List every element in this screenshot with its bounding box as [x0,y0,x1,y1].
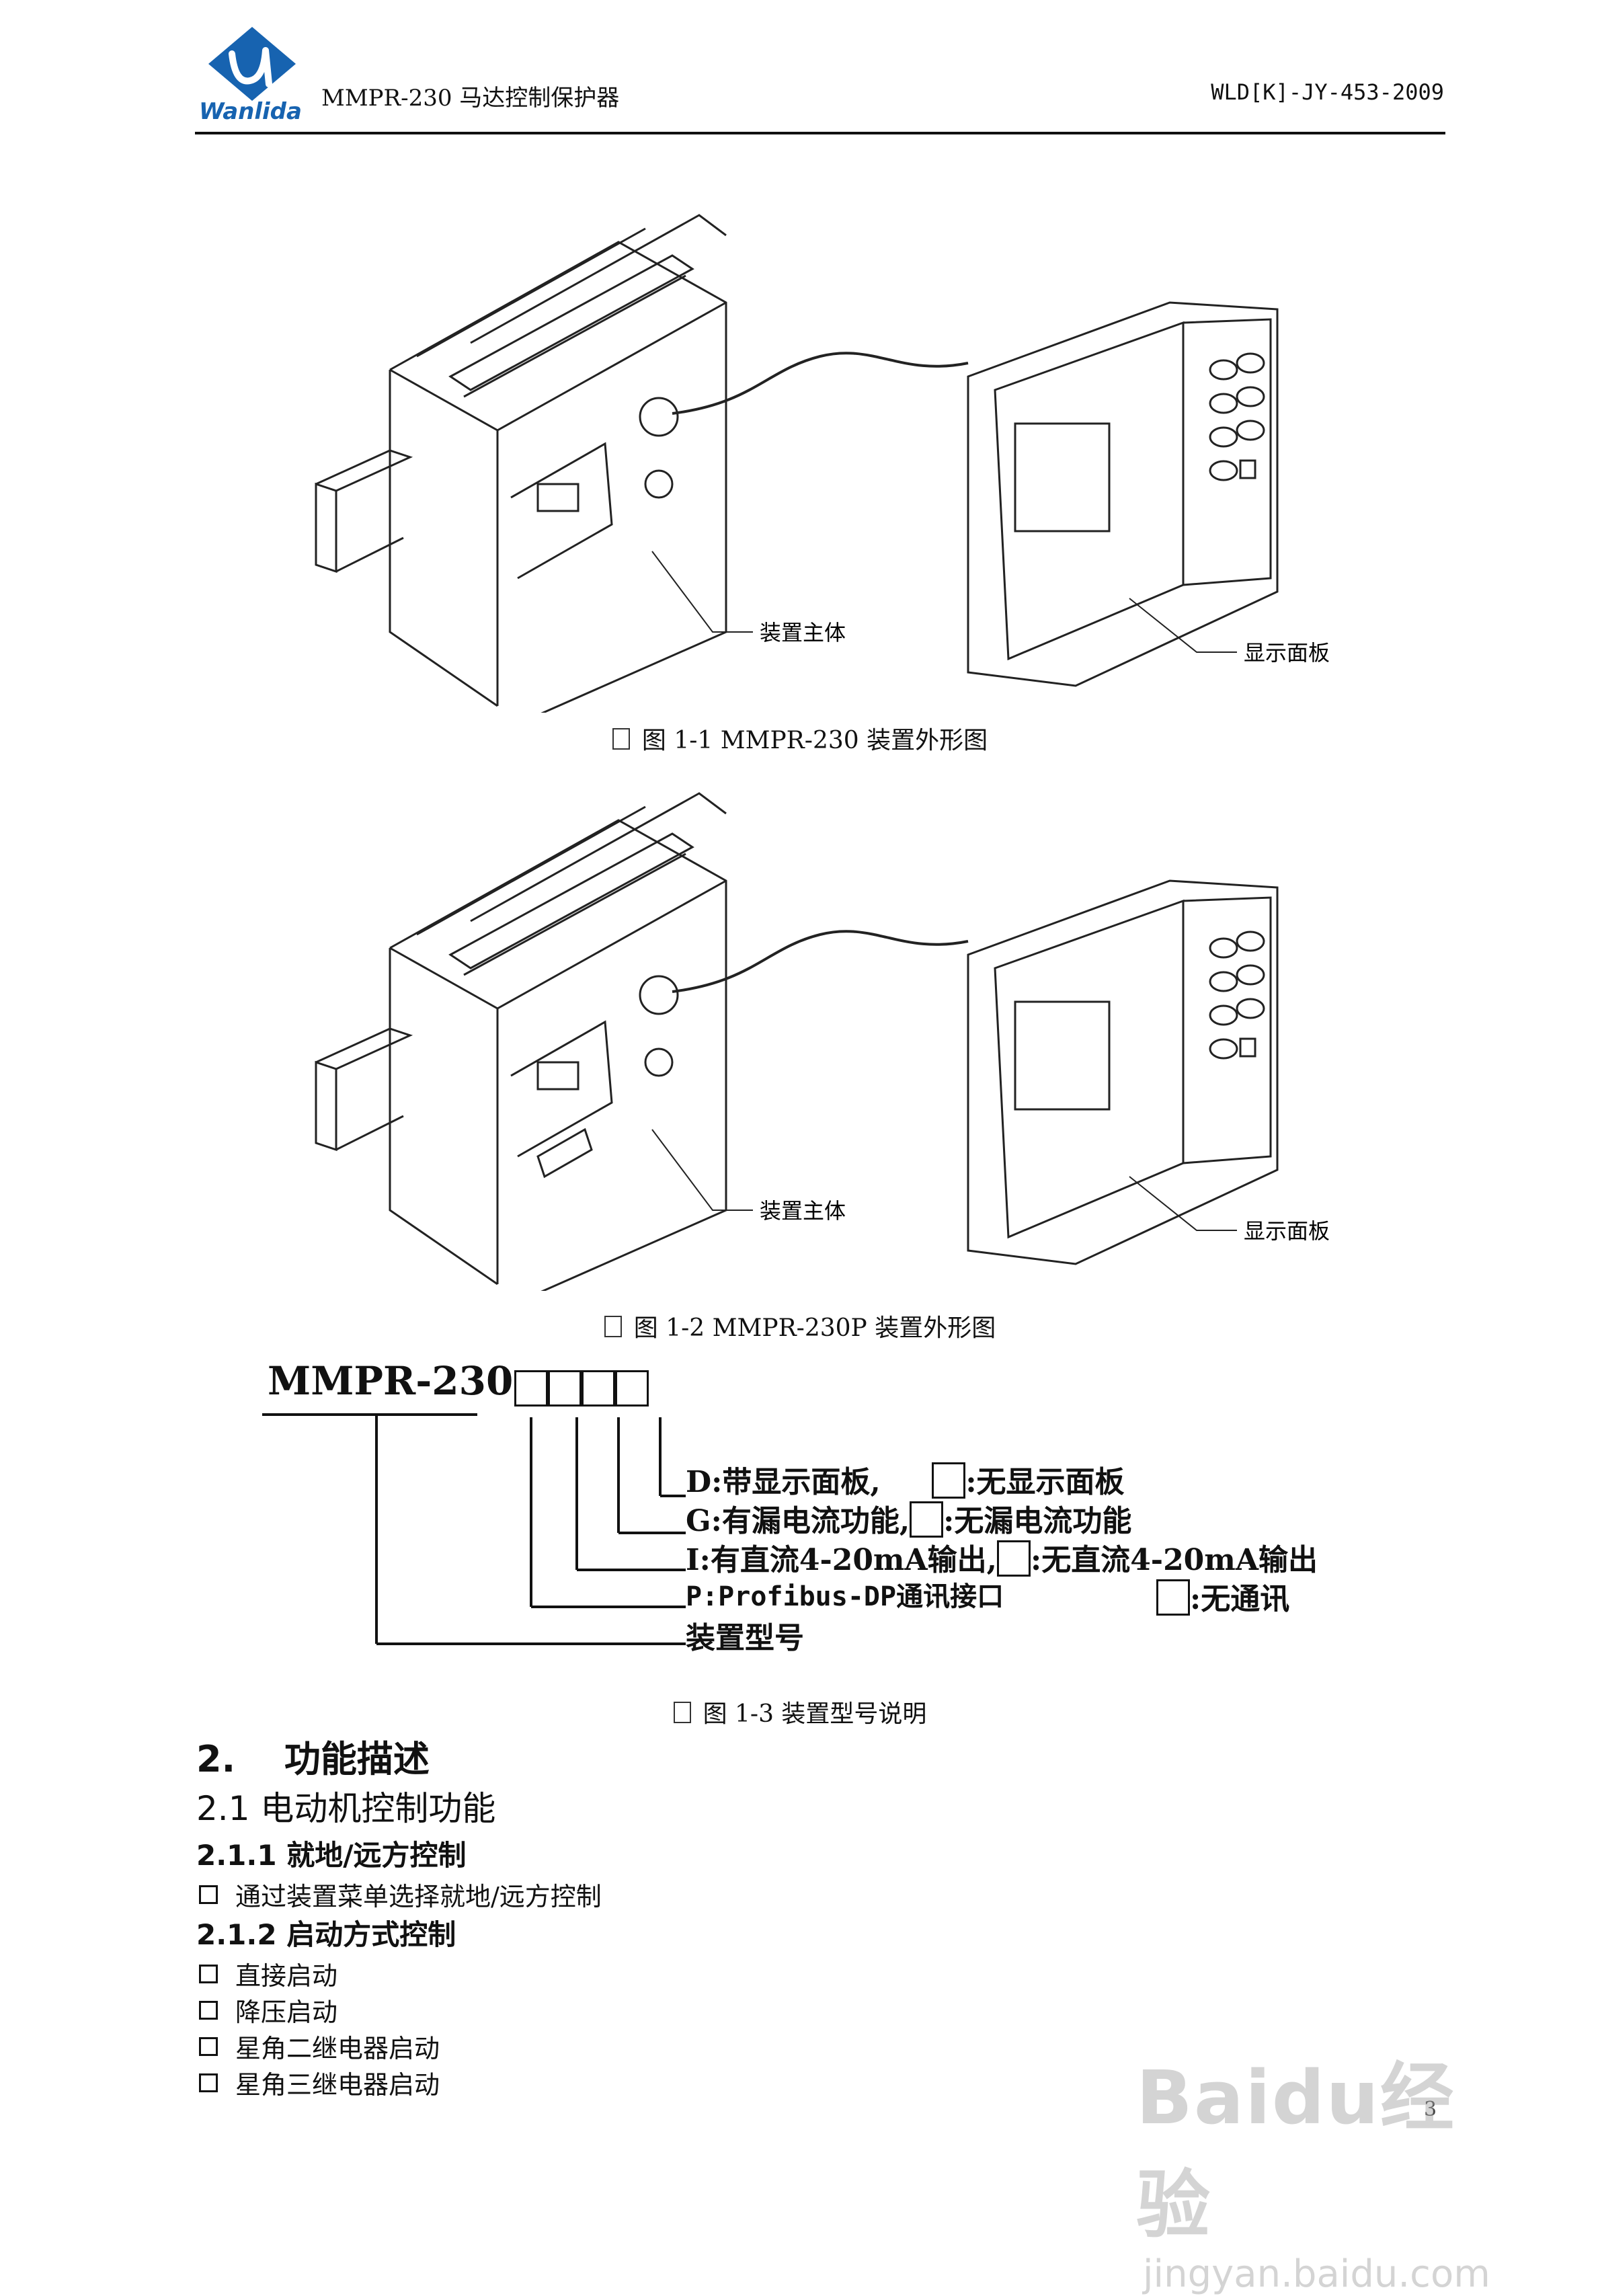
model-line-p-none: :无通讯 [1156,1575,1289,1618]
option-box [996,1540,1031,1577]
baidu-watermark: Baidu经验 jingyan.baidu.com [1136,2037,1513,2296]
checkbox-bullet-icon [199,1885,218,1904]
checkbox-bullet-icon [199,2001,218,2020]
figure1-label-body: 装置主体 [760,620,846,645]
model-line-g: G:有漏电流功能,:无漏电流功能 [686,1497,1131,1540]
figure3-caption: 图 1-3 装置型号说明 [0,1694,1600,1729]
option-box [514,1370,548,1407]
section-heading-2-1: 2.1 电动机控制功能 [196,1789,496,1828]
figure1-caption: 图 1-1 MMPR-230 装置外形图 [0,721,1600,756]
figure1-label-panel: 显示面板 [1244,640,1330,666]
watermark-brand: Baidu经验 [1136,2055,1455,2248]
model-line-type: 装置型号 [686,1621,804,1655]
header-rule [195,132,1445,134]
page-number: 3 [1424,2098,1437,2121]
option-box [615,1370,649,1407]
model-line-d: D:带显示面板, :无显示面板 [686,1458,1125,1501]
checkbox-bullet-icon [199,1965,218,1983]
document-icon [604,1316,622,1337]
model-code-connector-lines [262,1413,686,1645]
figure2-caption: 图 1-2 MMPR-230P 装置外形图 [0,1308,1600,1343]
option-box [932,1462,966,1499]
option-box [548,1370,582,1407]
bullet-item: 降压启动 [199,1991,337,2028]
bullet-item: 星角三继电器启动 [199,2064,440,2101]
header-title: MMPR-230 马达控制保护器 [321,85,620,112]
section-heading-2-1-1: 2.1.1 就地/远方控制 [196,1839,467,1872]
watermark-url: jingyan.baidu.com [1143,2252,1490,2296]
figure2-label-panel: 显示面板 [1244,1218,1330,1244]
option-box [910,1501,944,1538]
model-line-i: I:有直流4-20mA输出,:无直流4-20mA输出 [686,1536,1318,1579]
checkbox-bullet-icon [199,2073,218,2092]
model-line-p: P:Profibus-DP通讯接口 [686,1581,1004,1612]
document-icon [673,1702,691,1723]
logo-text: Wanlida [199,98,302,125]
model-code-boxes [514,1370,649,1407]
figure2-label-body: 装置主体 [760,1198,846,1224]
checkbox-bullet-icon [199,2037,218,2056]
bullet-item: 直接启动 [199,1955,337,1992]
figure2-device-drawing: 装置主体 显示面板 [315,792,1330,1291]
document-icon [612,728,630,750]
wanlida-logo-icon [208,27,296,101]
header-doc-code: WLD[K]-JY-453-2009 [1211,79,1444,105]
model-code-title: MMPR-230 [268,1358,514,1404]
option-box [1156,1579,1190,1616]
section-heading-2: 2. 功能描述 [196,1738,430,1780]
bullet-item: 通过装置菜单选择就地/远方控制 [199,1876,602,1913]
figure1-device-drawing: 装置主体 显示面板 [315,214,1330,713]
bullet-item: 星角二继电器启动 [199,2028,440,2065]
section-heading-2-1-2: 2.1.2 启动方式控制 [196,1918,456,1951]
option-box [582,1370,615,1407]
